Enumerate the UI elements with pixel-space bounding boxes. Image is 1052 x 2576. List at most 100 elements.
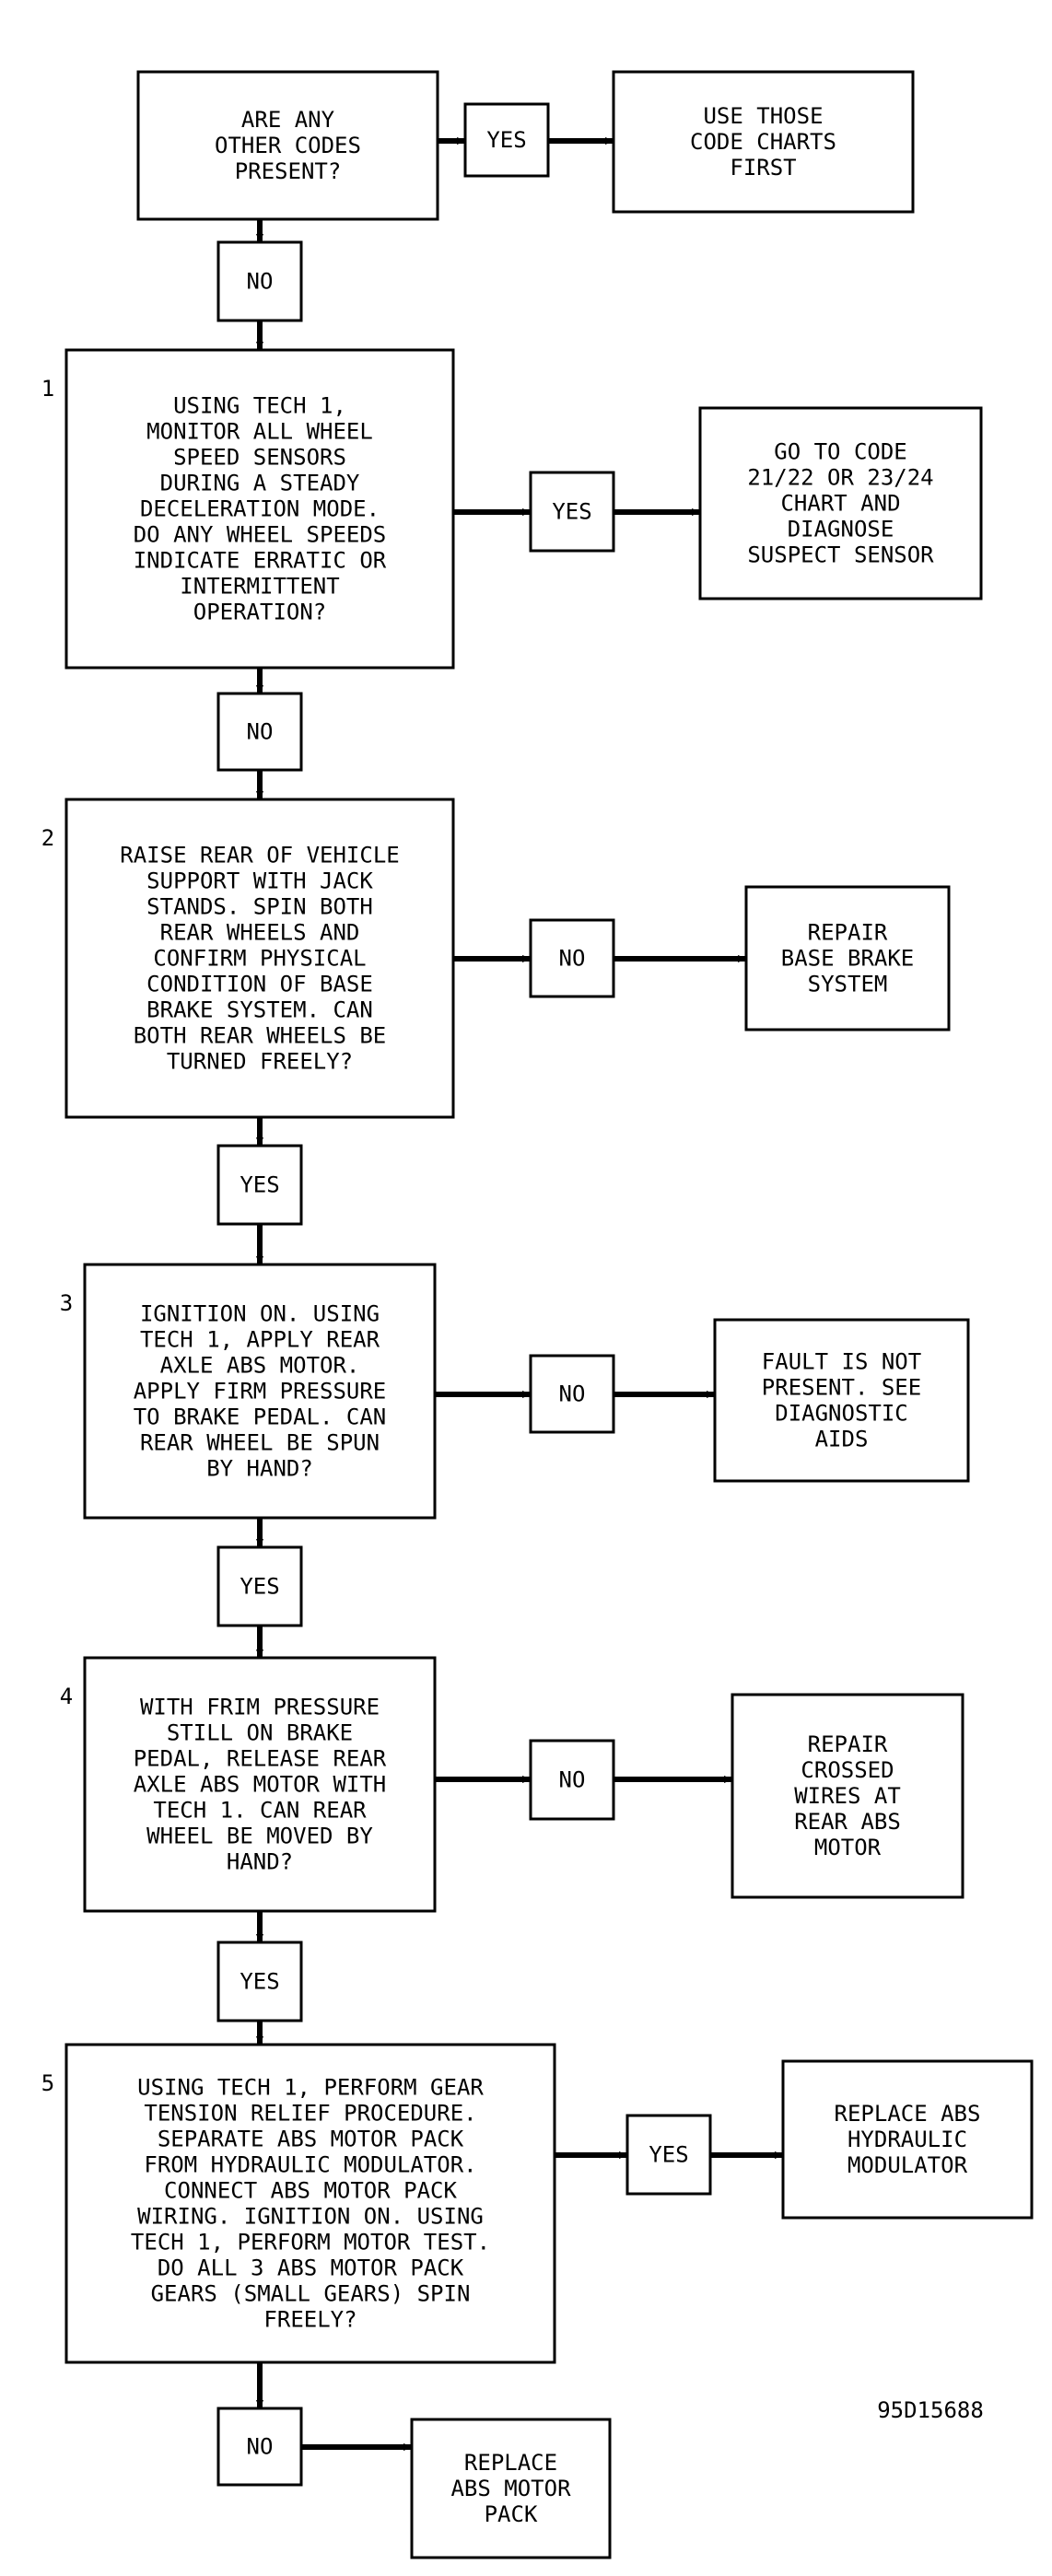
step-text-line: PEDAL, RELEASE REAR [134,1745,387,1771]
answer-a0y: YES [463,102,550,178]
step-text-line: AXLE ABS MOTOR WITH [134,1771,387,1797]
outcome-text-line: REPAIR [808,1731,888,1757]
answer-a4n: NO [529,1739,615,1821]
step-text-line: INTERMITTENT [180,573,339,599]
answer-text-line: YES [486,127,526,153]
step-number: 4 [60,1684,73,1709]
step-text-line: USING TECH 1, [173,392,346,418]
step-text-line: WIRING. IGNITION ON. USING [137,2203,484,2229]
outcome-text-line: DIAGNOSE [788,516,894,542]
step-box [83,1656,437,1913]
outcome-text-line: GO TO CODE [774,438,907,464]
step-text-line: STILL ON BRAKE [167,1719,353,1745]
answer-box [216,240,303,322]
answer-text-line: YES [552,498,591,524]
step-text-line: CONNECT ABS MOTOR PACK [164,2177,457,2203]
step-box [136,70,439,221]
step-number: 1 [41,376,54,402]
answer-box [529,1739,615,1821]
step-text-line: AXLE ABS MOTOR. [160,1352,360,1378]
answer-text-line: YES [649,2141,688,2167]
step-text-line: RAISE REAR OF VEHICLE [120,842,399,868]
step-text-line: INDICATE ERRATIC OR [134,547,387,573]
step-number: 5 [41,2070,54,2096]
step-text-line: SPEED SENSORS [173,444,346,470]
answer-text-line: NO [559,1766,586,1792]
answer-box [529,1354,615,1434]
step-text-line: REAR WHEELS AND [160,919,360,945]
outcome-text-line: FAULT IS NOT [762,1348,921,1374]
answer-a4y: YES [216,1941,303,2022]
outcome-text-line: PRESENT. SEE [762,1374,921,1400]
answer-text-line: NO [247,718,274,744]
outcome-text-line: FIRST [730,155,796,181]
step-text-line: BRAKE SYSTEM. CAN [146,997,373,1022]
outcome-box [731,1693,964,1899]
answer-text-line: NO [559,1381,586,1406]
step-text-line: FREELY? [263,2306,357,2332]
step-text-line: DO ALL 3 ABS MOTOR PACK [158,2255,464,2280]
step-number: 2 [41,825,54,851]
step-text-line: CONFIRM PHYSICAL [153,945,366,971]
outcome-text-line: DIAGNOSTIC [775,1400,908,1426]
step-text-line: BOTH REAR WHEELS BE [134,1022,387,1048]
step-text-line: ARE ANY [241,107,335,133]
step-text-line: BY HAND? [206,1455,313,1481]
step-text-line: DURING A STEADY [160,470,360,495]
outcome-text-line: HYDRAULIC [847,2127,967,2152]
outcome-box [744,885,951,1032]
step-box [83,1263,437,1520]
outcome-text-line: REPAIR [808,919,888,945]
outcome-text-line: MOTOR [814,1835,882,1860]
answer-box [216,1941,303,2022]
step-text-line: STANDS. SPIN BOTH [146,893,373,919]
answer-box [216,2407,303,2487]
outcome-text-line: SUSPECT SENSOR [747,542,934,567]
step-text-line: SUPPORT WITH JACK [146,868,373,893]
flow-connectors [256,137,784,2451]
step-text-line: TECH 1, APPLY REAR [140,1326,380,1352]
outcome-text-line: PACK [485,2501,538,2527]
outcome-text-line: REAR ABS [794,1809,901,1835]
step-text-line: TECH 1. CAN REAR [153,1797,367,1823]
answer-box [216,1144,303,1226]
answer-a0n: NO [216,240,303,322]
outcome-box [410,2418,612,2559]
answer-box [216,1545,303,1627]
outcome-text-line: WIRES AT [794,1783,901,1809]
figure-id-label: 95D15688 [877,2397,984,2423]
answer-box [216,692,303,772]
step-number: 3 [60,1290,73,1316]
step-text-line: DECELERATION MODE. [140,495,380,521]
answer-a2y: YES [216,1144,303,1226]
answer-a5n: NO [216,2407,303,2487]
step-text-line: MONITOR ALL WHEEL [146,418,373,444]
step-text-line: TECH 1, PERFORM MOTOR TEST. [131,2229,490,2255]
outcome-box [781,2059,1034,2220]
step-text-line: REAR WHEEL BE SPUN [140,1429,380,1455]
answer-box [625,2114,712,2196]
step-text-line: PRESENT? [235,158,342,184]
step-box [64,348,455,670]
step-text-line: DO ANY WHEEL SPEEDS [134,521,387,547]
step-text-line: OTHER CODES [215,133,361,158]
outcome-text-line: MODULATOR [847,2152,968,2178]
outcome-box [713,1318,970,1483]
answer-text-line: NO [247,268,274,294]
step-text-line: USING TECH 1, PERFORM GEAR [137,2074,484,2100]
outcome-text-line: CODE CHARTS [690,129,836,155]
outcome-text-line: ABS MOTOR [450,2476,571,2501]
outcome-text-line: BASE BRAKE [781,945,915,971]
